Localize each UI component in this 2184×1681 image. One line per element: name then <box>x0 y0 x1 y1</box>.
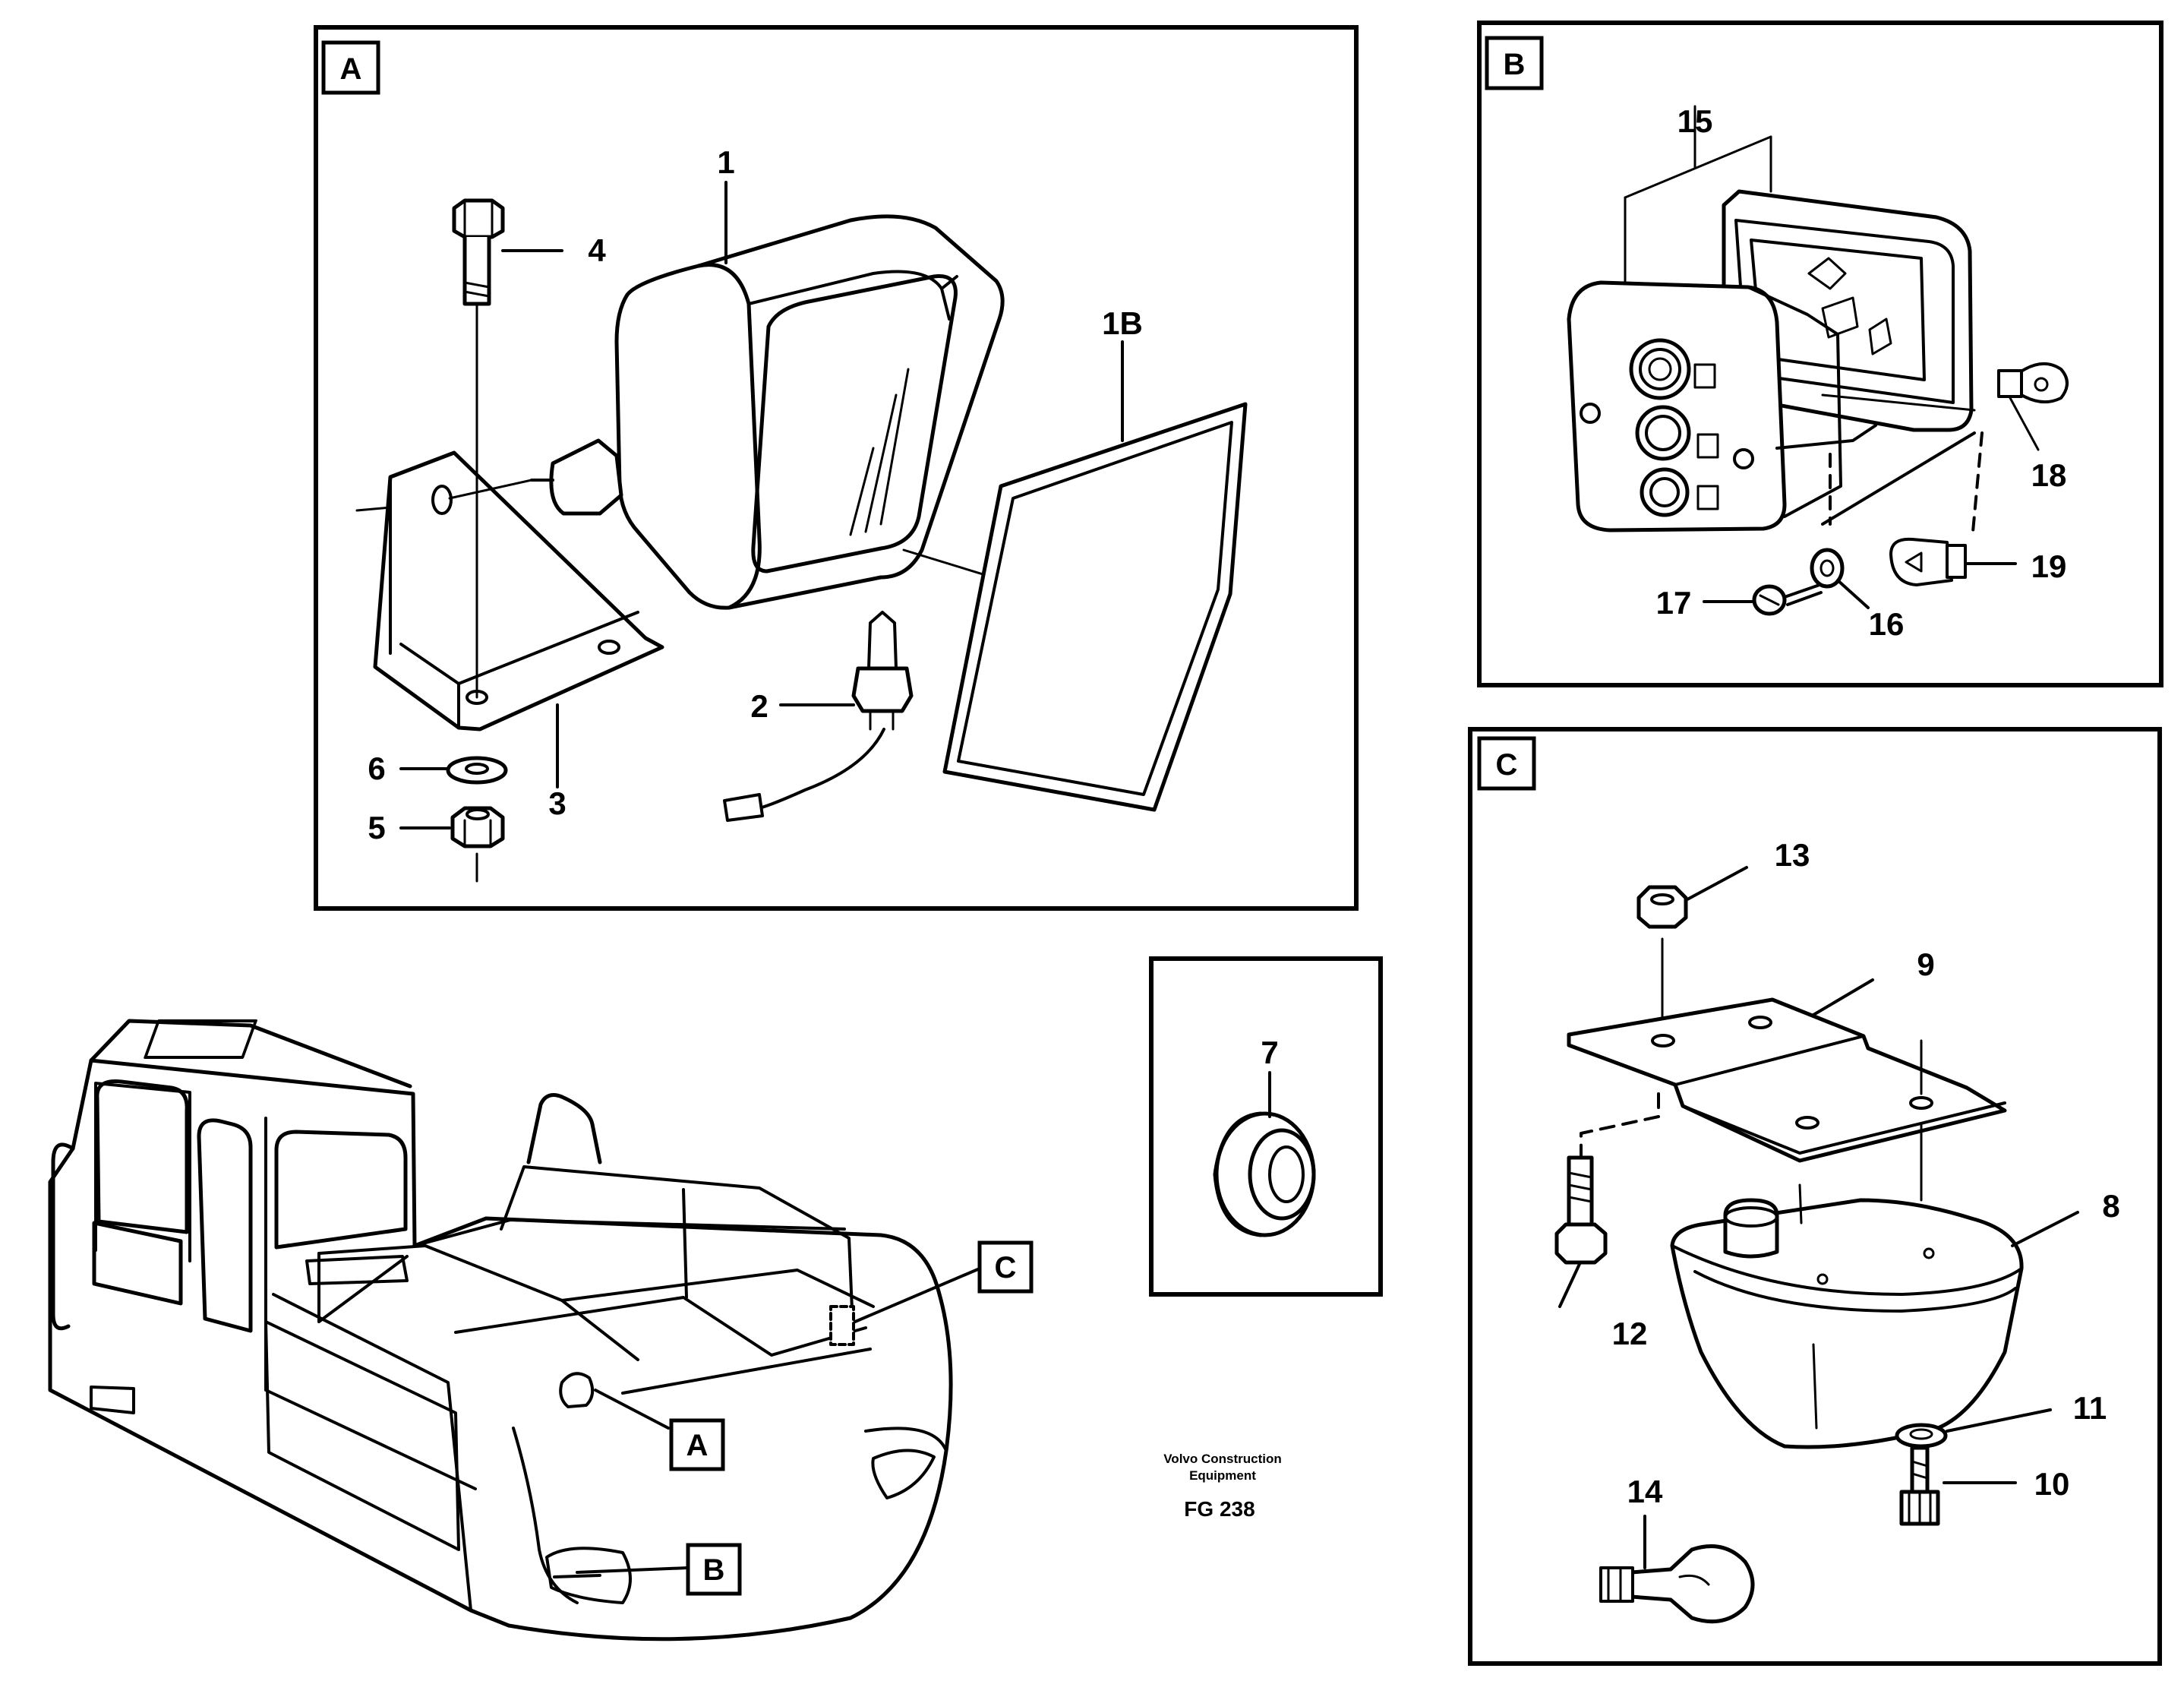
work-lamp-part-1 <box>448 181 1036 610</box>
callout-15: 15 <box>1677 103 1713 139</box>
callout-11: 11 <box>2073 1390 2107 1426</box>
callout-17: 17 <box>1656 585 1692 621</box>
grommet-frame <box>1149 956 1383 1297</box>
callout-6: 6 <box>368 750 385 786</box>
callout-3: 3 <box>548 785 566 821</box>
figure-code: FG 238 <box>1184 1497 1255 1521</box>
machine-tag-b-box <box>686 1543 742 1596</box>
machine-tag-c-box <box>977 1240 1034 1294</box>
company-line-2: Equipment <box>1189 1468 1256 1483</box>
callout-5: 5 <box>368 810 385 845</box>
callout-16: 16 <box>1869 606 1905 642</box>
machine-tag-b: B <box>703 1553 725 1587</box>
bulb-part-19 <box>1889 537 2017 586</box>
panel-c-tag-box <box>1477 736 1536 791</box>
excavator-overview: A B C <box>48 1019 1034 1642</box>
panel-b-frame <box>1477 21 2163 687</box>
screw-part-10 <box>1899 1446 2017 1526</box>
screw-part-17 <box>1703 583 1823 616</box>
panel-c-frame <box>1468 727 2162 1666</box>
panel-b: B <box>1477 21 2163 687</box>
callout-1: 1 <box>717 144 734 180</box>
callout-7: 7 <box>1261 1035 1278 1070</box>
callout-14: 14 <box>1627 1474 1663 1509</box>
callout-1b: 1B <box>1102 305 1143 341</box>
washer-part-6 <box>399 756 508 785</box>
callout-10: 10 <box>2034 1466 2070 1502</box>
company-line-1: Volvo Construction <box>1163 1452 1282 1466</box>
lens-part-1b <box>942 340 1248 812</box>
washer-part-16 <box>1810 548 1870 609</box>
panel-c: C <box>1468 727 2162 1666</box>
bracket-part-3 <box>355 450 664 731</box>
grommet-panel: 7 <box>1149 956 1383 1297</box>
panel-b-tag: B <box>1504 48 1526 81</box>
bracket-part-9 <box>1567 978 2007 1164</box>
callout-18: 18 <box>2031 457 2067 493</box>
callout-4: 4 <box>588 232 606 268</box>
nut-part-5 <box>399 806 505 883</box>
lamp-part-8 <box>1670 1123 2079 1449</box>
machine-tag-a: A <box>686 1429 709 1462</box>
panel-b-tag-box <box>1485 36 1544 90</box>
callout-8: 8 <box>2102 1188 2119 1224</box>
bulb-part-18 <box>1997 362 2069 451</box>
tail-lamp-part-15 <box>1567 105 1984 533</box>
callout-2: 2 <box>750 688 768 724</box>
bulb-part-14 <box>1599 1515 1755 1624</box>
panel-a-tag: A <box>340 52 362 86</box>
machine-tag-c: C <box>995 1251 1017 1284</box>
figure-footer: Volvo Construction Equipment FG 238 <box>1163 1452 1282 1521</box>
grommet-part-7 <box>1213 1071 1316 1237</box>
machine-tag-a-box <box>669 1418 725 1471</box>
callout-13: 13 <box>1775 837 1810 873</box>
panel-a-tag-box <box>321 40 380 95</box>
bolt-part-4 <box>452 198 563 699</box>
callout-9: 9 <box>1917 946 1934 982</box>
callout-19: 19 <box>2031 548 2067 584</box>
panel-a: A <box>314 25 1359 911</box>
panel-a-frame <box>314 25 1359 911</box>
bulb-part-2 <box>723 611 914 822</box>
callout-12: 12 <box>1612 1316 1648 1351</box>
panel-c-tag: C <box>1496 748 1518 782</box>
bolt-part-12 <box>1554 1155 1608 1308</box>
